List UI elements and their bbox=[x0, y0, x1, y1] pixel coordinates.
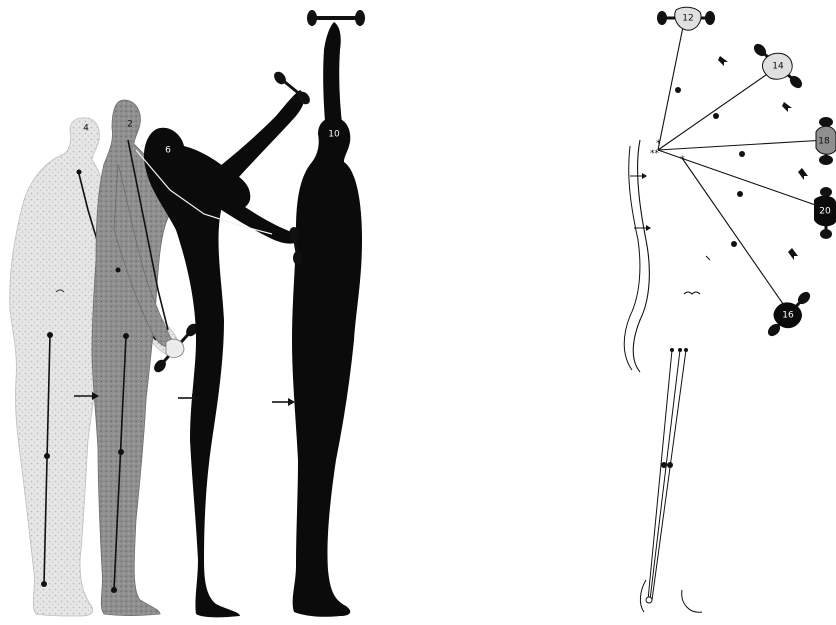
arrow-right-icon bbox=[272, 398, 295, 406]
svg-text:*: * bbox=[656, 139, 661, 149]
figure-2-joint bbox=[111, 587, 117, 593]
svg-text:**: ** bbox=[650, 149, 660, 159]
arrow-down-right-icon bbox=[718, 56, 728, 66]
figure-3-raised-arm bbox=[220, 90, 304, 178]
dumbbell-3 bbox=[307, 10, 365, 26]
figure-1-joint bbox=[47, 332, 53, 338]
tick-mark bbox=[706, 256, 710, 260]
back-arrow-icon bbox=[634, 225, 651, 231]
figure-1-label: 4 bbox=[83, 124, 89, 134]
weight-20: 20 bbox=[814, 187, 836, 239]
left-panel: 4 2 6 bbox=[10, 10, 365, 617]
arm-trajectory-lines bbox=[658, 22, 826, 314]
arrow-down-right-icon bbox=[782, 102, 792, 112]
foot-curve-left bbox=[640, 580, 646, 612]
figure-4-dark: 10 bbox=[292, 22, 362, 617]
weight-18-label: 18 bbox=[818, 137, 830, 147]
back-arrow-icon bbox=[630, 173, 647, 179]
right-panel: * ** * 12 14 18 bbox=[624, 7, 836, 612]
weight-14-label: 14 bbox=[772, 62, 784, 72]
weight-16-label: 16 bbox=[782, 311, 794, 321]
arrow-down-icon bbox=[798, 168, 808, 180]
weight-12-label: 12 bbox=[682, 14, 693, 24]
weight-20-label: 20 bbox=[819, 207, 831, 217]
navel-mark bbox=[684, 292, 700, 294]
figure-1-joint bbox=[44, 453, 50, 459]
figure-4-raised-arm bbox=[323, 22, 344, 140]
weight-18: 18 bbox=[816, 117, 836, 165]
figure-3-label: 6 bbox=[165, 146, 171, 156]
weight-16: 16 bbox=[766, 290, 813, 339]
leg-trajectory-lines bbox=[648, 350, 686, 600]
figure-4-body bbox=[292, 118, 362, 617]
arrow-down-icon bbox=[788, 248, 798, 260]
hand-2 bbox=[166, 339, 184, 357]
figure-2-joint bbox=[123, 333, 129, 339]
weight-14: 14 bbox=[752, 42, 805, 91]
figure-4-label: 10 bbox=[328, 130, 340, 140]
weight-12: 12 bbox=[657, 7, 715, 30]
back-outline bbox=[633, 140, 649, 372]
elbow-joints bbox=[675, 87, 745, 247]
figure-1-joint bbox=[41, 581, 47, 587]
figure-2-joint bbox=[118, 449, 124, 455]
figure-2-label: 2 bbox=[127, 120, 133, 130]
figure-2-joint bbox=[116, 268, 121, 273]
svg-text:*: * bbox=[680, 155, 685, 165]
figure-1-joint bbox=[77, 170, 82, 175]
foot-curve-right bbox=[682, 590, 702, 612]
leg-joints bbox=[646, 348, 688, 603]
